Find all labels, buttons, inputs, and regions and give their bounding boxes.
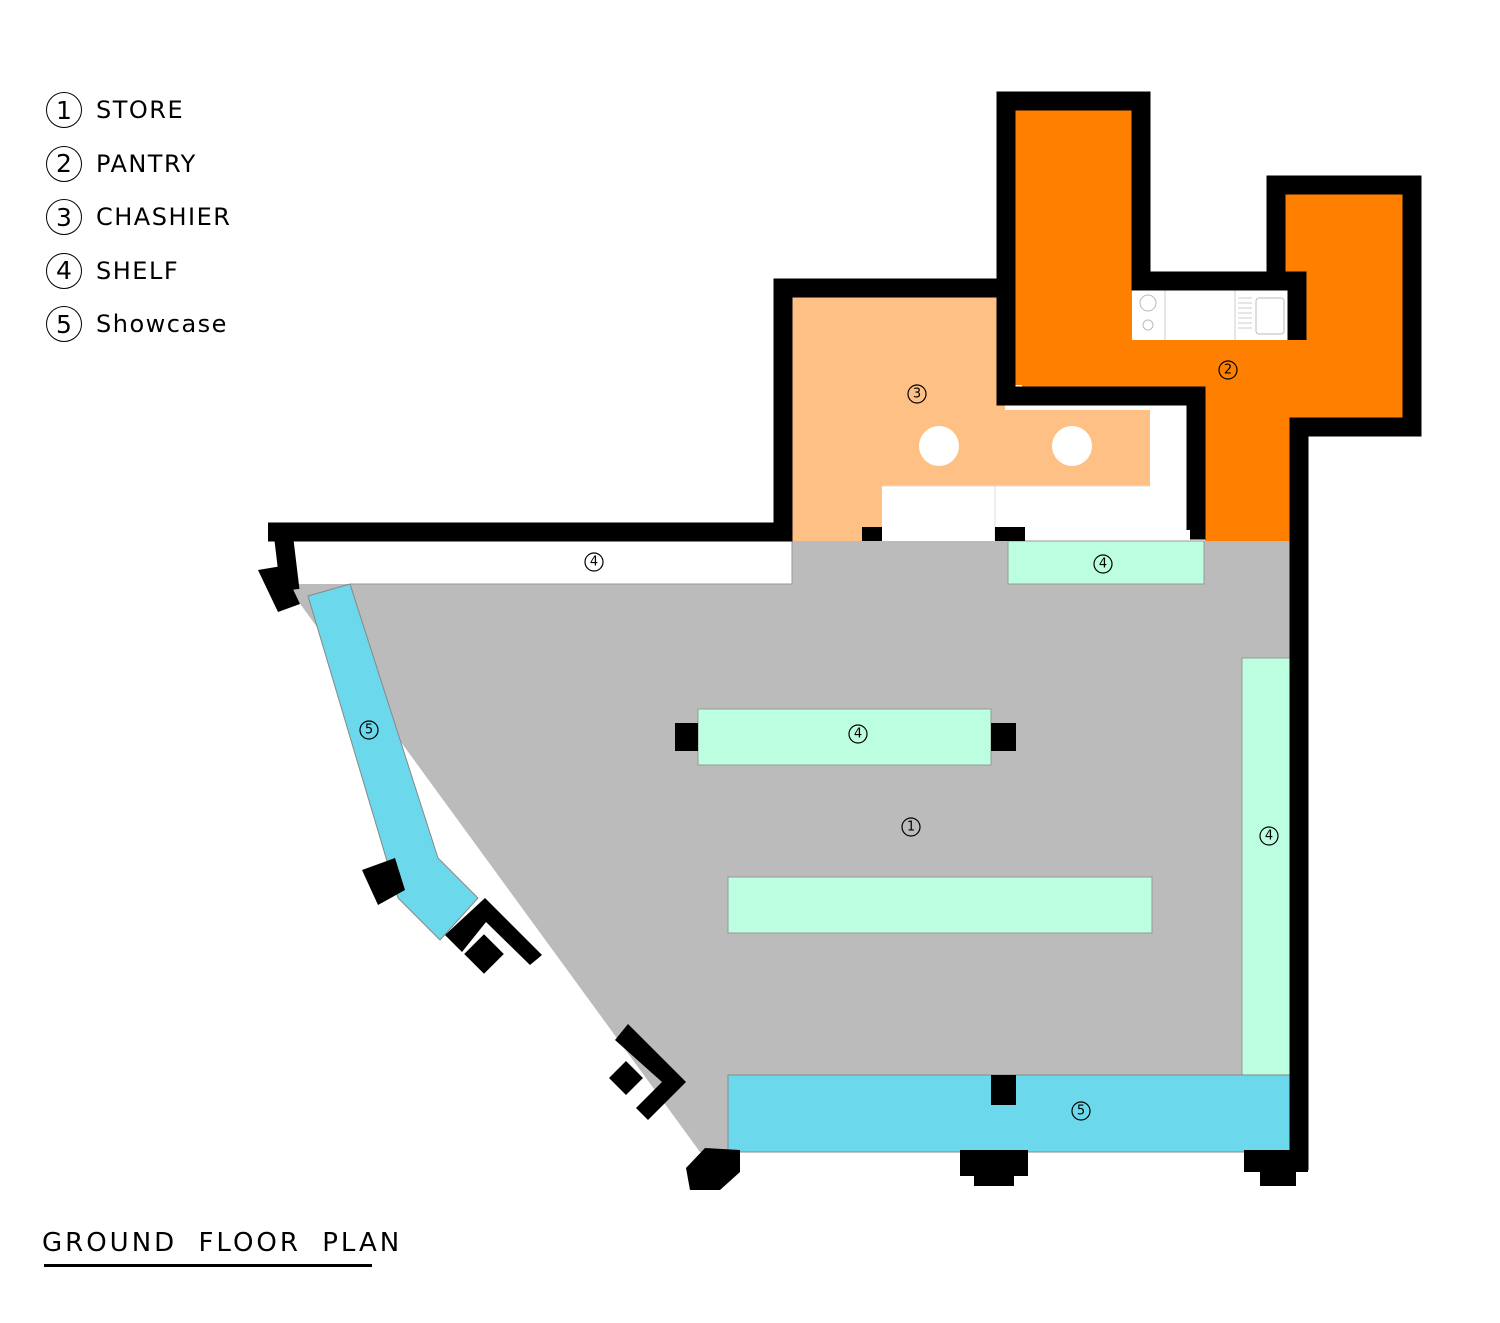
shelf-center-long <box>727 876 1153 934</box>
showcase-left <box>307 583 479 941</box>
tag-shelf: 4 <box>854 727 862 742</box>
shelf-top-left <box>290 541 792 584</box>
shelf-right-wall <box>1241 657 1291 1076</box>
plan-title: GROUND FLOOR PLAN <box>42 1228 403 1258</box>
legend-item-pantry: 2 PANTRY <box>46 144 231 184</box>
tag-store: 1 <box>907 820 915 835</box>
shelf-top-right <box>1007 540 1205 585</box>
tag-cashier: 3 <box>913 387 921 402</box>
column <box>862 527 882 541</box>
legend-label: Showcase <box>96 310 228 338</box>
column <box>995 527 1025 541</box>
tag-showcase: 5 <box>365 723 373 738</box>
column <box>675 723 698 751</box>
legend-label: SHELF <box>96 256 180 285</box>
sink <box>1255 297 1285 335</box>
legend-label: STORE <box>96 96 185 124</box>
cashier-stool <box>919 426 959 466</box>
cashier-side-counter <box>1150 414 1188 526</box>
tag-shelf: 4 <box>590 555 598 570</box>
legend-number: 4 <box>46 252 82 289</box>
title-underline <box>44 1264 372 1267</box>
legend-number: 3 <box>46 199 82 235</box>
tag-shelf: 4 <box>1265 829 1273 844</box>
shelf-center <box>697 708 992 766</box>
tag-pantry: 2 <box>1224 363 1232 378</box>
legend: 1 STORE 2 PANTRY 3 CHASHIER 4 SHELF 5 Sh… <box>46 90 231 358</box>
wall-fragments <box>258 566 1308 1190</box>
tag-showcase: 5 <box>1077 1104 1085 1119</box>
walls <box>268 91 1422 1170</box>
store-floor <box>290 541 1290 1152</box>
legend-number: 5 <box>46 306 82 342</box>
column <box>991 1075 1016 1105</box>
legend-number: 1 <box>46 92 82 128</box>
cashier-stool <box>1052 426 1092 466</box>
legend-item-store: 1 STORE <box>46 90 231 130</box>
legend-item-showcase: 5 Showcase <box>46 304 231 344</box>
legend-number: 2 <box>46 145 82 182</box>
legend-item-cashier: 3 CHASHIER <box>46 197 231 237</box>
legend-label: PANTRY <box>96 149 197 178</box>
tag-shelf: 4 <box>1099 557 1107 572</box>
legend-item-shelf: 4 SHELF <box>46 251 231 291</box>
stove-burner <box>1142 319 1154 331</box>
stove-burner <box>1139 294 1157 312</box>
legend-label: CHASHIER <box>96 203 232 231</box>
column <box>991 723 1016 751</box>
